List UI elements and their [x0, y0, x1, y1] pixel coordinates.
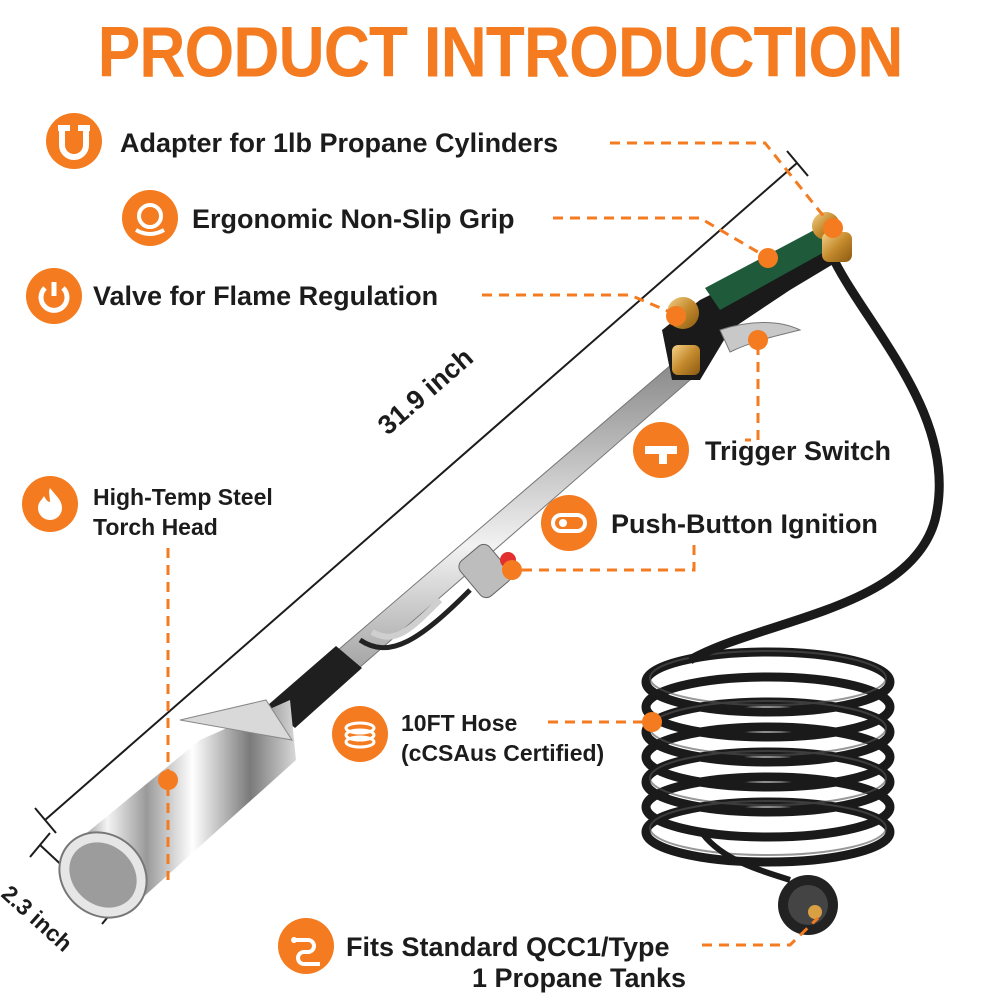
torch-head — [58, 699, 296, 919]
adapter-label: Adapter for 1lb Propane Cylinders — [120, 128, 559, 158]
length-dimension-line — [34, 150, 809, 834]
hand-grip-icon — [135, 203, 165, 236]
coil-icon — [344, 721, 376, 749]
hose-label-line2: (cCSAus Certified) — [401, 740, 605, 766]
power-knob-icon — [38, 282, 70, 313]
page-title: PRODUCT INTRODUCTION — [97, 11, 904, 93]
grip-badge — [122, 190, 178, 246]
tanks-label-line1: Fits Standard QCC1/Type — [346, 932, 670, 962]
leader-lines — [166, 141, 835, 947]
tanks-badge — [278, 918, 334, 974]
flame-icon — [38, 488, 62, 520]
leader-dots — [158, 218, 843, 790]
grip-label: Ergonomic Non-Slip Grip — [192, 204, 515, 234]
push-button-icon — [551, 513, 587, 533]
tanks-label-line2: 1 Propane Tanks — [472, 963, 687, 993]
adapter-badge — [46, 113, 102, 169]
hose-label-line1: 10FT Hose — [401, 710, 518, 736]
ignition-badge — [541, 495, 597, 551]
torch-head-label-line1: High-Temp Steel — [93, 484, 273, 510]
trigger-badge — [633, 422, 689, 478]
pipe-fitting-icon — [645, 446, 677, 464]
connector-icon — [291, 937, 320, 966]
ignition-label: Push-Button Ignition — [611, 509, 878, 539]
valve-badge — [26, 268, 82, 324]
hose-badge — [332, 706, 388, 762]
hose-upper — [687, 259, 944, 664]
trigger-label: Trigger Switch — [705, 436, 892, 466]
qcc-connector — [778, 875, 838, 935]
torch-head-label-line2: Torch Head — [93, 514, 218, 540]
pipe-adapter-icon — [58, 125, 90, 160]
hose-coil — [641, 647, 895, 867]
torch-head-badge — [22, 476, 78, 532]
ignition-unit — [458, 543, 516, 599]
valve-label: Valve for Flame Regulation — [93, 281, 439, 311]
